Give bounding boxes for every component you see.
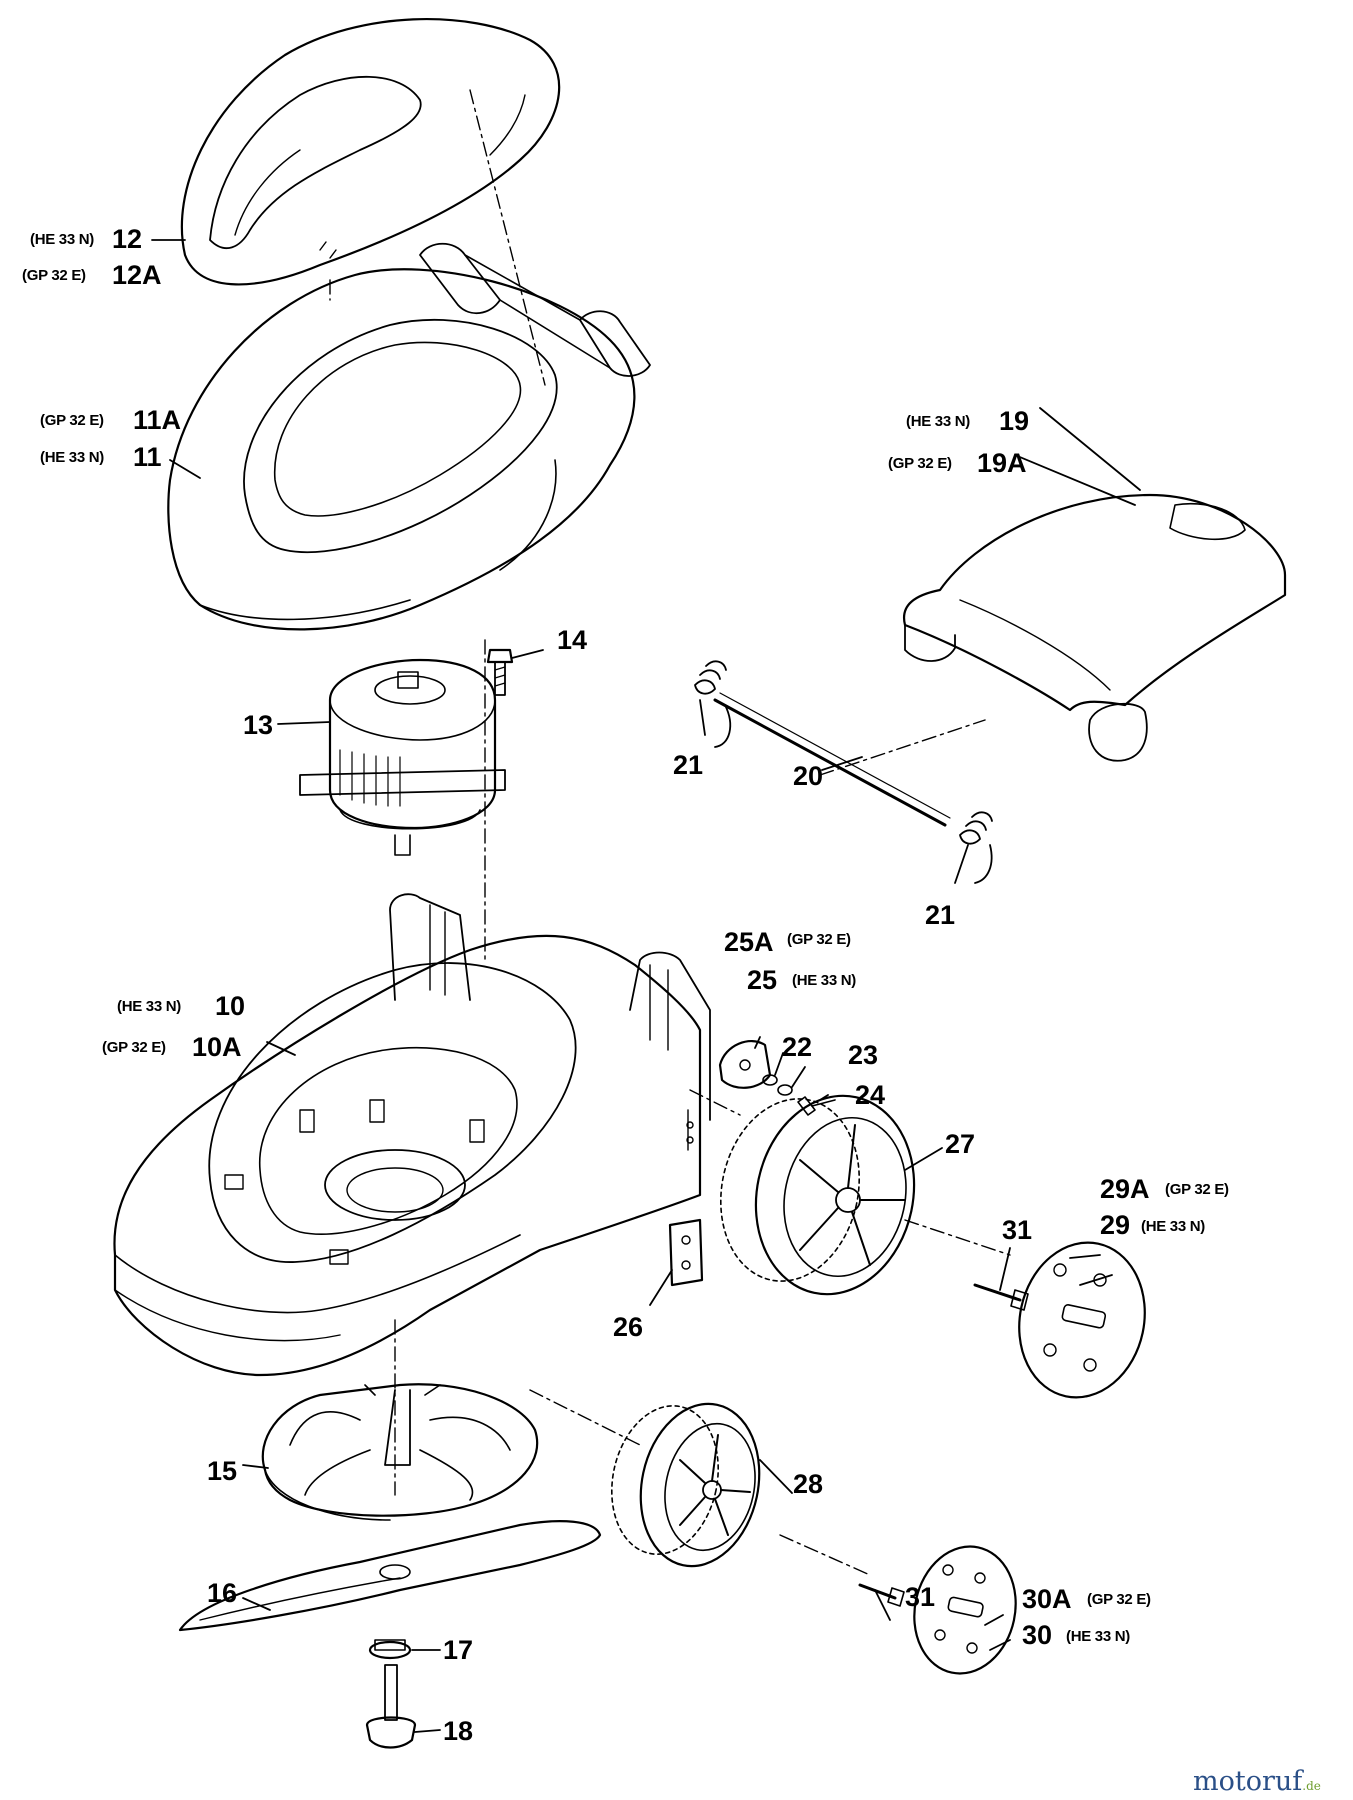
callout-25A: 25A [724,927,774,957]
callout-10-model: (HE 33 N) [117,998,181,1015]
part-10-deck [113,893,711,1377]
callout-29-model: (HE 33 N) [1141,1218,1205,1235]
part-19-rear-flap [902,493,1287,762]
part-29-hubcap [1018,1241,1146,1399]
callout-11A: 11A [133,405,182,435]
callout-30A-model: (GP 32 E) [1087,1591,1151,1608]
part-16-blade [178,1520,602,1632]
callout-31-lower: 31 [905,1582,936,1612]
part-15-fan [261,1383,539,1521]
part-13-motor [299,658,506,856]
watermark-main: motoruf [1193,1766,1303,1797]
callout-11-model: (HE 33 N) [40,449,104,466]
callout-29A-model: (GP 32 E) [1165,1181,1229,1198]
watermark-sub: .de [1302,1779,1321,1793]
callout-16: 16 [207,1578,238,1608]
part-30-hubcap [913,1545,1017,1675]
part-24-screw [797,1096,836,1116]
part-31-bolt-upper [973,1283,1029,1311]
callout-30: 30 [1022,1620,1053,1650]
part-11-housing [167,242,651,631]
callout-29A: 29A [1100,1174,1150,1204]
callout-12: 12 [112,224,143,254]
callout-13: 13 [243,710,274,740]
part-12-top-cover [180,18,561,286]
part-17-washer [368,1639,412,1660]
callout-26: 26 [613,1312,644,1342]
callout-24: 24 [855,1080,886,1110]
callout-12A-model: (GP 32 E) [22,267,86,284]
callout-29: 29 [1100,1210,1131,1240]
callout-27: 27 [945,1129,976,1159]
callout-11A-model: (GP 32 E) [40,412,104,429]
part-21-spring-lower [959,811,993,884]
callout-10: 10 [215,991,246,1021]
callout-12-model: (HE 33 N) [30,231,94,248]
part-31-bolt-lower [858,1583,905,1607]
callout-21-lower: 21 [925,900,956,930]
part-23-washer [777,1084,793,1096]
callout-11: 11 [133,442,162,472]
callout-30A: 30A [1022,1584,1072,1614]
part-28-front-wheel [610,1402,761,1568]
callout-17: 17 [443,1635,474,1665]
part-21-spring-upper [694,660,732,748]
callout-25-model: (HE 33 N) [792,972,856,989]
part-27-rear-wheel [719,1094,916,1296]
callout-30-model: (HE 33 N) [1066,1628,1130,1645]
callout-25: 25 [747,965,778,995]
callout-10A: 10A [192,1032,242,1062]
part-26-bracket [668,1218,704,1287]
callout-10A-model: (GP 32 E) [102,1039,166,1056]
motoruf-watermark: motoruf.de [1193,1766,1321,1797]
part-20-rod [713,692,951,827]
callout-14: 14 [557,625,588,655]
callout-19A-model: (GP 32 E) [888,455,952,472]
callout-21-upper: 21 [673,750,704,780]
callout-31-upper: 31 [1002,1215,1033,1245]
callout-28: 28 [793,1469,824,1499]
callout-12A: 12A [112,260,162,290]
callout-15: 15 [207,1456,238,1486]
callout-19-model: (HE 33 N) [906,413,970,430]
callout-18: 18 [443,1716,474,1746]
part-22-washer [762,1074,778,1086]
callout-19A: 19A [977,448,1027,478]
callout-19: 19 [999,406,1030,436]
part-14-screw [486,648,514,696]
callout-25A-model: (GP 32 E) [787,931,851,948]
callout-20: 20 [793,761,824,791]
part-18-blade-bolt [365,1664,417,1749]
leader-lines [151,239,1141,1733]
alignment-lines [329,89,1011,1576]
callout-23: 23 [848,1040,879,1070]
callout-22: 22 [782,1032,813,1062]
part-25-bracket [718,1040,772,1089]
